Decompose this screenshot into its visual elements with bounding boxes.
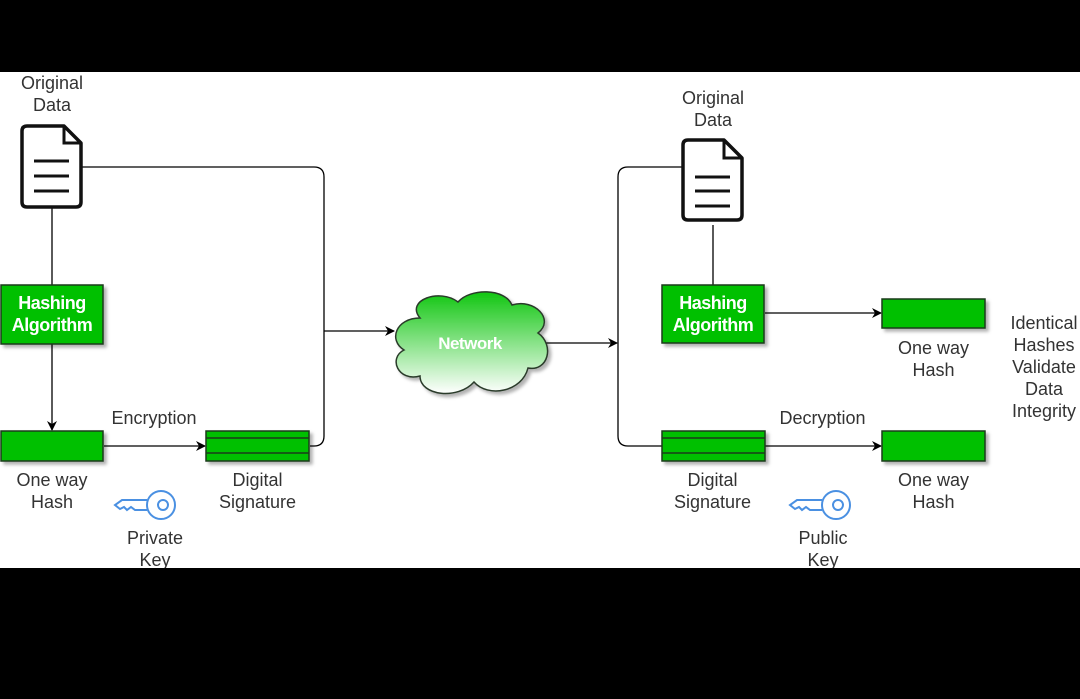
one-way-hash-label: One way Hash bbox=[897, 338, 970, 380]
one-way-hash-box bbox=[881, 430, 986, 462]
connector-network-split bbox=[617, 166, 690, 447]
one-way-hash-box bbox=[881, 298, 986, 329]
private-key-label: Private Key bbox=[126, 528, 184, 568]
original-data-label: Original Data bbox=[681, 88, 745, 130]
digital-signature-box bbox=[661, 430, 766, 462]
decryption-label: Decryption bbox=[779, 408, 866, 428]
network-cloud bbox=[394, 291, 549, 395]
digital-signature-box bbox=[205, 430, 310, 462]
hashing-algorithm-label: Hashing Algorithm bbox=[11, 293, 93, 335]
connector-doc-to-network bbox=[78, 166, 325, 447]
one-way-hash-label: One way Hash bbox=[897, 470, 970, 512]
hashing-algorithm-box bbox=[0, 284, 104, 345]
encryption-label: Encryption bbox=[111, 408, 197, 428]
hashing-algorithm-box bbox=[661, 284, 765, 344]
private-key-icon bbox=[113, 490, 176, 520]
digital-signature-label: Digital Signature bbox=[218, 470, 297, 512]
document-icon bbox=[20, 124, 83, 209]
hashing-algorithm-label: Hashing Algorithm bbox=[672, 293, 754, 335]
public-key-label: Public Key bbox=[798, 528, 848, 568]
one-way-hash-label: One way Hash bbox=[16, 470, 88, 512]
document-icon bbox=[681, 138, 744, 222]
public-key-icon bbox=[788, 490, 851, 520]
one-way-hash-box bbox=[0, 430, 104, 462]
digital-signature-label: Digital Signature bbox=[673, 470, 752, 512]
original-data-label: Original Data bbox=[20, 73, 84, 115]
conclusion-label: Identical Hashes Validate Data Integrity bbox=[1010, 313, 1078, 421]
diagram-graphics bbox=[0, 124, 986, 520]
diagram-canvas: Original Data Hashing Algorithm Encrypti… bbox=[0, 72, 1080, 568]
network-label: Network bbox=[438, 334, 502, 353]
